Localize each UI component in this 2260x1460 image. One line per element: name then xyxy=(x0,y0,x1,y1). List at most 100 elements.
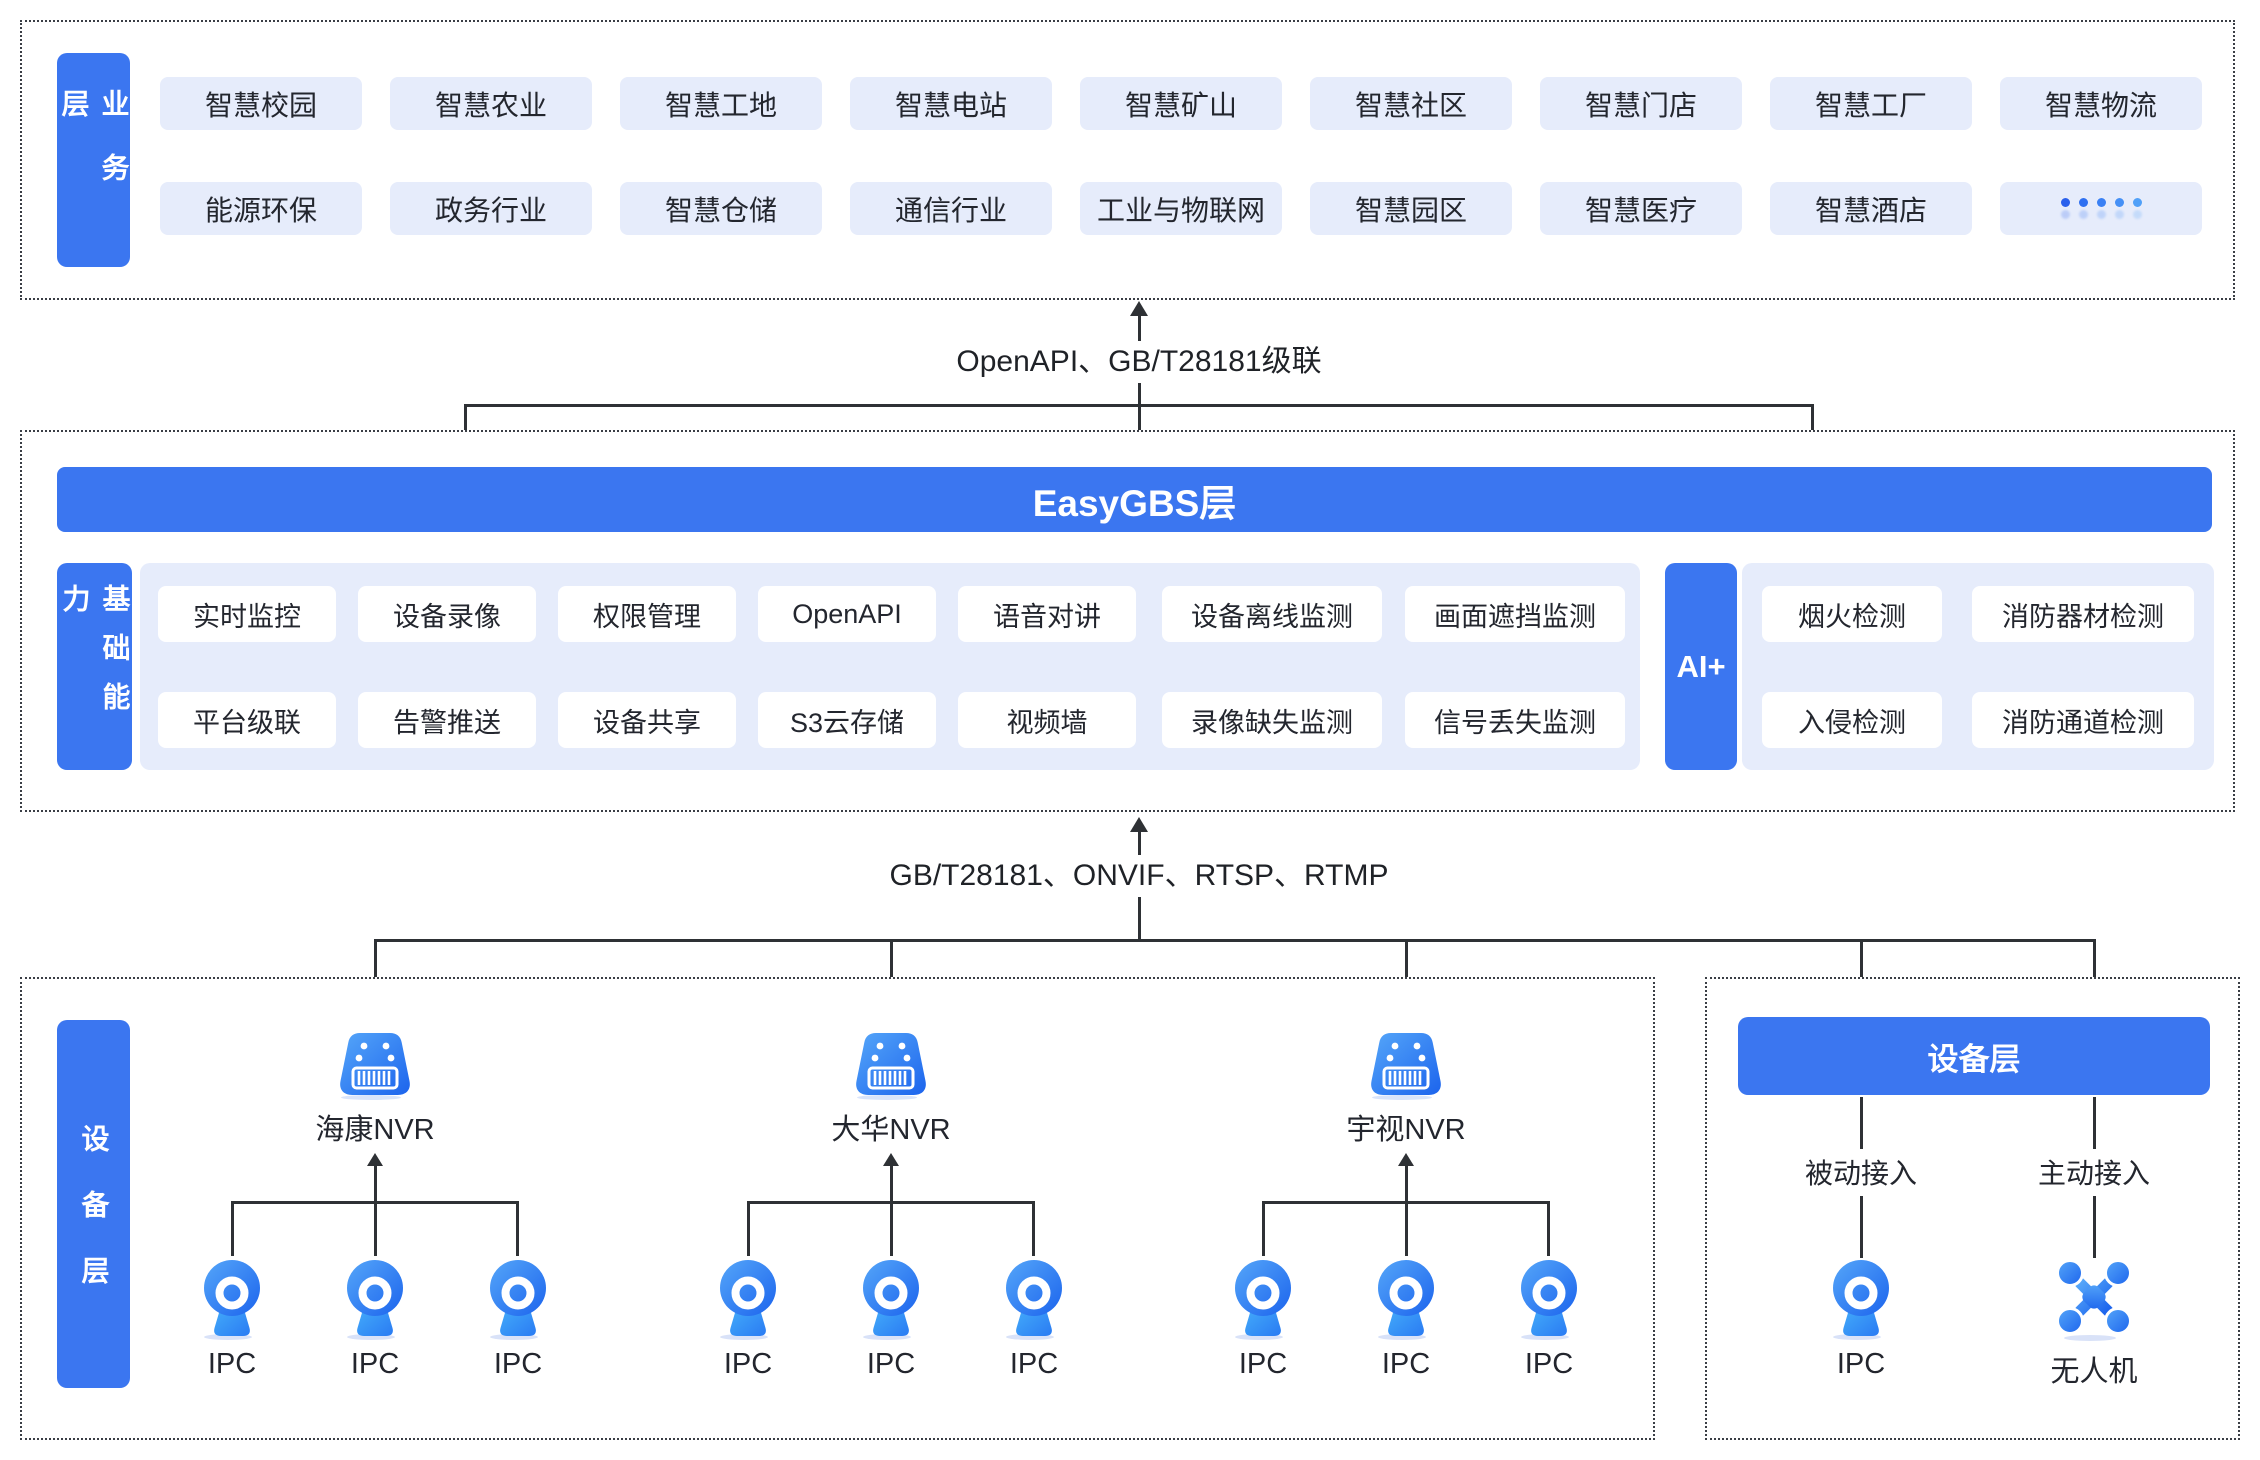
business-item: 通信行业 xyxy=(850,182,1052,235)
up-arrow-icon xyxy=(1398,1153,1414,1166)
nvr-name: 大华NVR xyxy=(831,1114,951,1146)
business-item: 智慧工厂 xyxy=(1770,77,1972,130)
ipc-camera-icon xyxy=(1833,1260,1889,1340)
capability-item: 设备录像 xyxy=(358,586,536,642)
capability-item: 告警推送 xyxy=(358,692,536,748)
capability-item: 信号丢失监测 xyxy=(1405,692,1625,748)
ai-plus-label: AI+ xyxy=(1665,563,1737,770)
more-dots-reflection xyxy=(2060,210,2142,219)
drone-icon xyxy=(2056,1259,2132,1341)
capability-item: 录像缺失监测 xyxy=(1162,692,1382,748)
base-capability-label: 基础能力 xyxy=(57,563,132,770)
business-item: 智慧电站 xyxy=(850,77,1052,130)
nvr-name: 宇视NVR xyxy=(1346,1114,1466,1146)
business-item: 智慧工地 xyxy=(620,77,822,130)
ipc-camera-icon xyxy=(204,1260,260,1340)
passive-line xyxy=(1860,1196,1863,1258)
nvr-name: 海康NVR xyxy=(315,1114,435,1146)
business-item: 智慧门店 xyxy=(1540,77,1742,130)
connector-top-label: OpenAPI、GB/T28181级联 xyxy=(789,341,1489,383)
drone-label: 无人机 xyxy=(2050,1356,2138,1388)
ipc-label: IPC xyxy=(1381,1348,1431,1380)
business-item: 政务行业 xyxy=(390,182,592,235)
business-item: 智慧园区 xyxy=(1310,182,1512,235)
ipc-camera-icon xyxy=(1235,1260,1291,1340)
business-item: 智慧仓储 xyxy=(620,182,822,235)
business-item: 智慧社区 xyxy=(1310,77,1512,130)
up-arrow-icon xyxy=(883,1153,899,1166)
business-item: 智慧校园 xyxy=(160,77,362,130)
business-item: 能源环保 xyxy=(160,182,362,235)
active-access-label: 主动接入 xyxy=(2037,1158,2150,1189)
active-line xyxy=(2093,1196,2096,1258)
nvr1-ipc-drop xyxy=(231,1201,234,1256)
business-layer-label: 业务层 xyxy=(57,53,130,267)
capability-item: 平台级联 xyxy=(158,692,336,748)
nvr3-arrow-line xyxy=(1405,1164,1408,1256)
business-layer-box xyxy=(20,20,2235,300)
capability-item: 画面遮挡监测 xyxy=(1405,586,1625,642)
more-dots-icon xyxy=(2000,182,2202,235)
device-layer-label: 设备层 xyxy=(57,1020,130,1388)
business-item: 智慧矿山 xyxy=(1080,77,1282,130)
more-dots xyxy=(2060,198,2142,207)
nvr3-bracket xyxy=(1263,1201,1549,1204)
ai-capability-item: 入侵检测 xyxy=(1762,692,1942,748)
nvr2-arrow-line xyxy=(890,1164,893,1256)
up-arrow-icon xyxy=(367,1153,383,1166)
ipc-camera-icon xyxy=(1006,1260,1062,1340)
connector-bottom-label: GB/T28181、ONVIF、RTSP、RTMP xyxy=(739,855,1539,897)
ai-capability-item: 消防器材检测 xyxy=(1972,586,2194,642)
ai-capability-item: 烟火检测 xyxy=(1762,586,1942,642)
capability-item: 权限管理 xyxy=(558,586,736,642)
bracket-bottom-hline xyxy=(374,939,2096,942)
ipc-label: IPC xyxy=(493,1348,543,1380)
nvr2-bracket xyxy=(748,1201,1034,1204)
ipc-label: IPC xyxy=(723,1348,773,1380)
up-arrow-icon xyxy=(1130,817,1148,832)
ipc-label: IPC xyxy=(1524,1348,1574,1380)
ipc-label: IPC xyxy=(866,1348,916,1380)
capability-item: 设备离线监测 xyxy=(1162,586,1382,642)
nvr-icon xyxy=(856,1033,926,1100)
business-item: 工业与物联网 xyxy=(1080,182,1282,235)
ipc-camera-icon xyxy=(1521,1260,1577,1340)
capability-item: 视频墙 xyxy=(958,692,1136,748)
nvr2-ipc-drop xyxy=(747,1201,750,1256)
ipc-label: IPC xyxy=(1238,1348,1288,1380)
nvr2-ipc-drop xyxy=(1032,1201,1035,1256)
ipc-camera-icon xyxy=(347,1260,403,1340)
passive-access-label: 被动接入 xyxy=(1804,1158,1917,1189)
ipc-label: IPC xyxy=(207,1348,257,1380)
ipc-label: IPC xyxy=(1836,1348,1886,1380)
nvr3-ipc-drop xyxy=(1262,1201,1265,1256)
nvr1-bracket xyxy=(232,1201,518,1204)
business-item: 智慧农业 xyxy=(390,77,592,130)
nvr1-ipc-drop xyxy=(516,1201,519,1256)
ai-capability-item: 消防通道检测 xyxy=(1972,692,2194,748)
business-item: 智慧物流 xyxy=(2000,77,2202,130)
nvr-icon xyxy=(1371,1033,1441,1100)
capability-item: S3云存储 xyxy=(758,692,936,748)
ipc-label: IPC xyxy=(350,1348,400,1380)
business-item: 智慧医疗 xyxy=(1540,182,1742,235)
business-item: 智慧酒店 xyxy=(1770,182,1972,235)
ipc-camera-icon xyxy=(490,1260,546,1340)
capability-item: 实时监控 xyxy=(158,586,336,642)
ipc-label: IPC xyxy=(1009,1348,1059,1380)
passive-line xyxy=(1860,1097,1863,1149)
nvr-icon xyxy=(340,1033,410,1100)
ipc-camera-icon xyxy=(863,1260,919,1340)
bracket-top-hline xyxy=(464,404,1814,407)
nvr1-arrow-line xyxy=(374,1164,377,1256)
ipc-camera-icon xyxy=(720,1260,776,1340)
capability-item: OpenAPI xyxy=(758,586,936,642)
up-arrow-icon xyxy=(1130,301,1148,316)
capability-item: 设备共享 xyxy=(558,692,736,748)
device-layer-right-title: 设备层 xyxy=(1738,1017,2210,1095)
connector-top-line xyxy=(1138,314,1141,467)
nvr3-ipc-drop xyxy=(1547,1201,1550,1256)
active-line xyxy=(2093,1097,2096,1149)
ipc-camera-icon xyxy=(1378,1260,1434,1340)
